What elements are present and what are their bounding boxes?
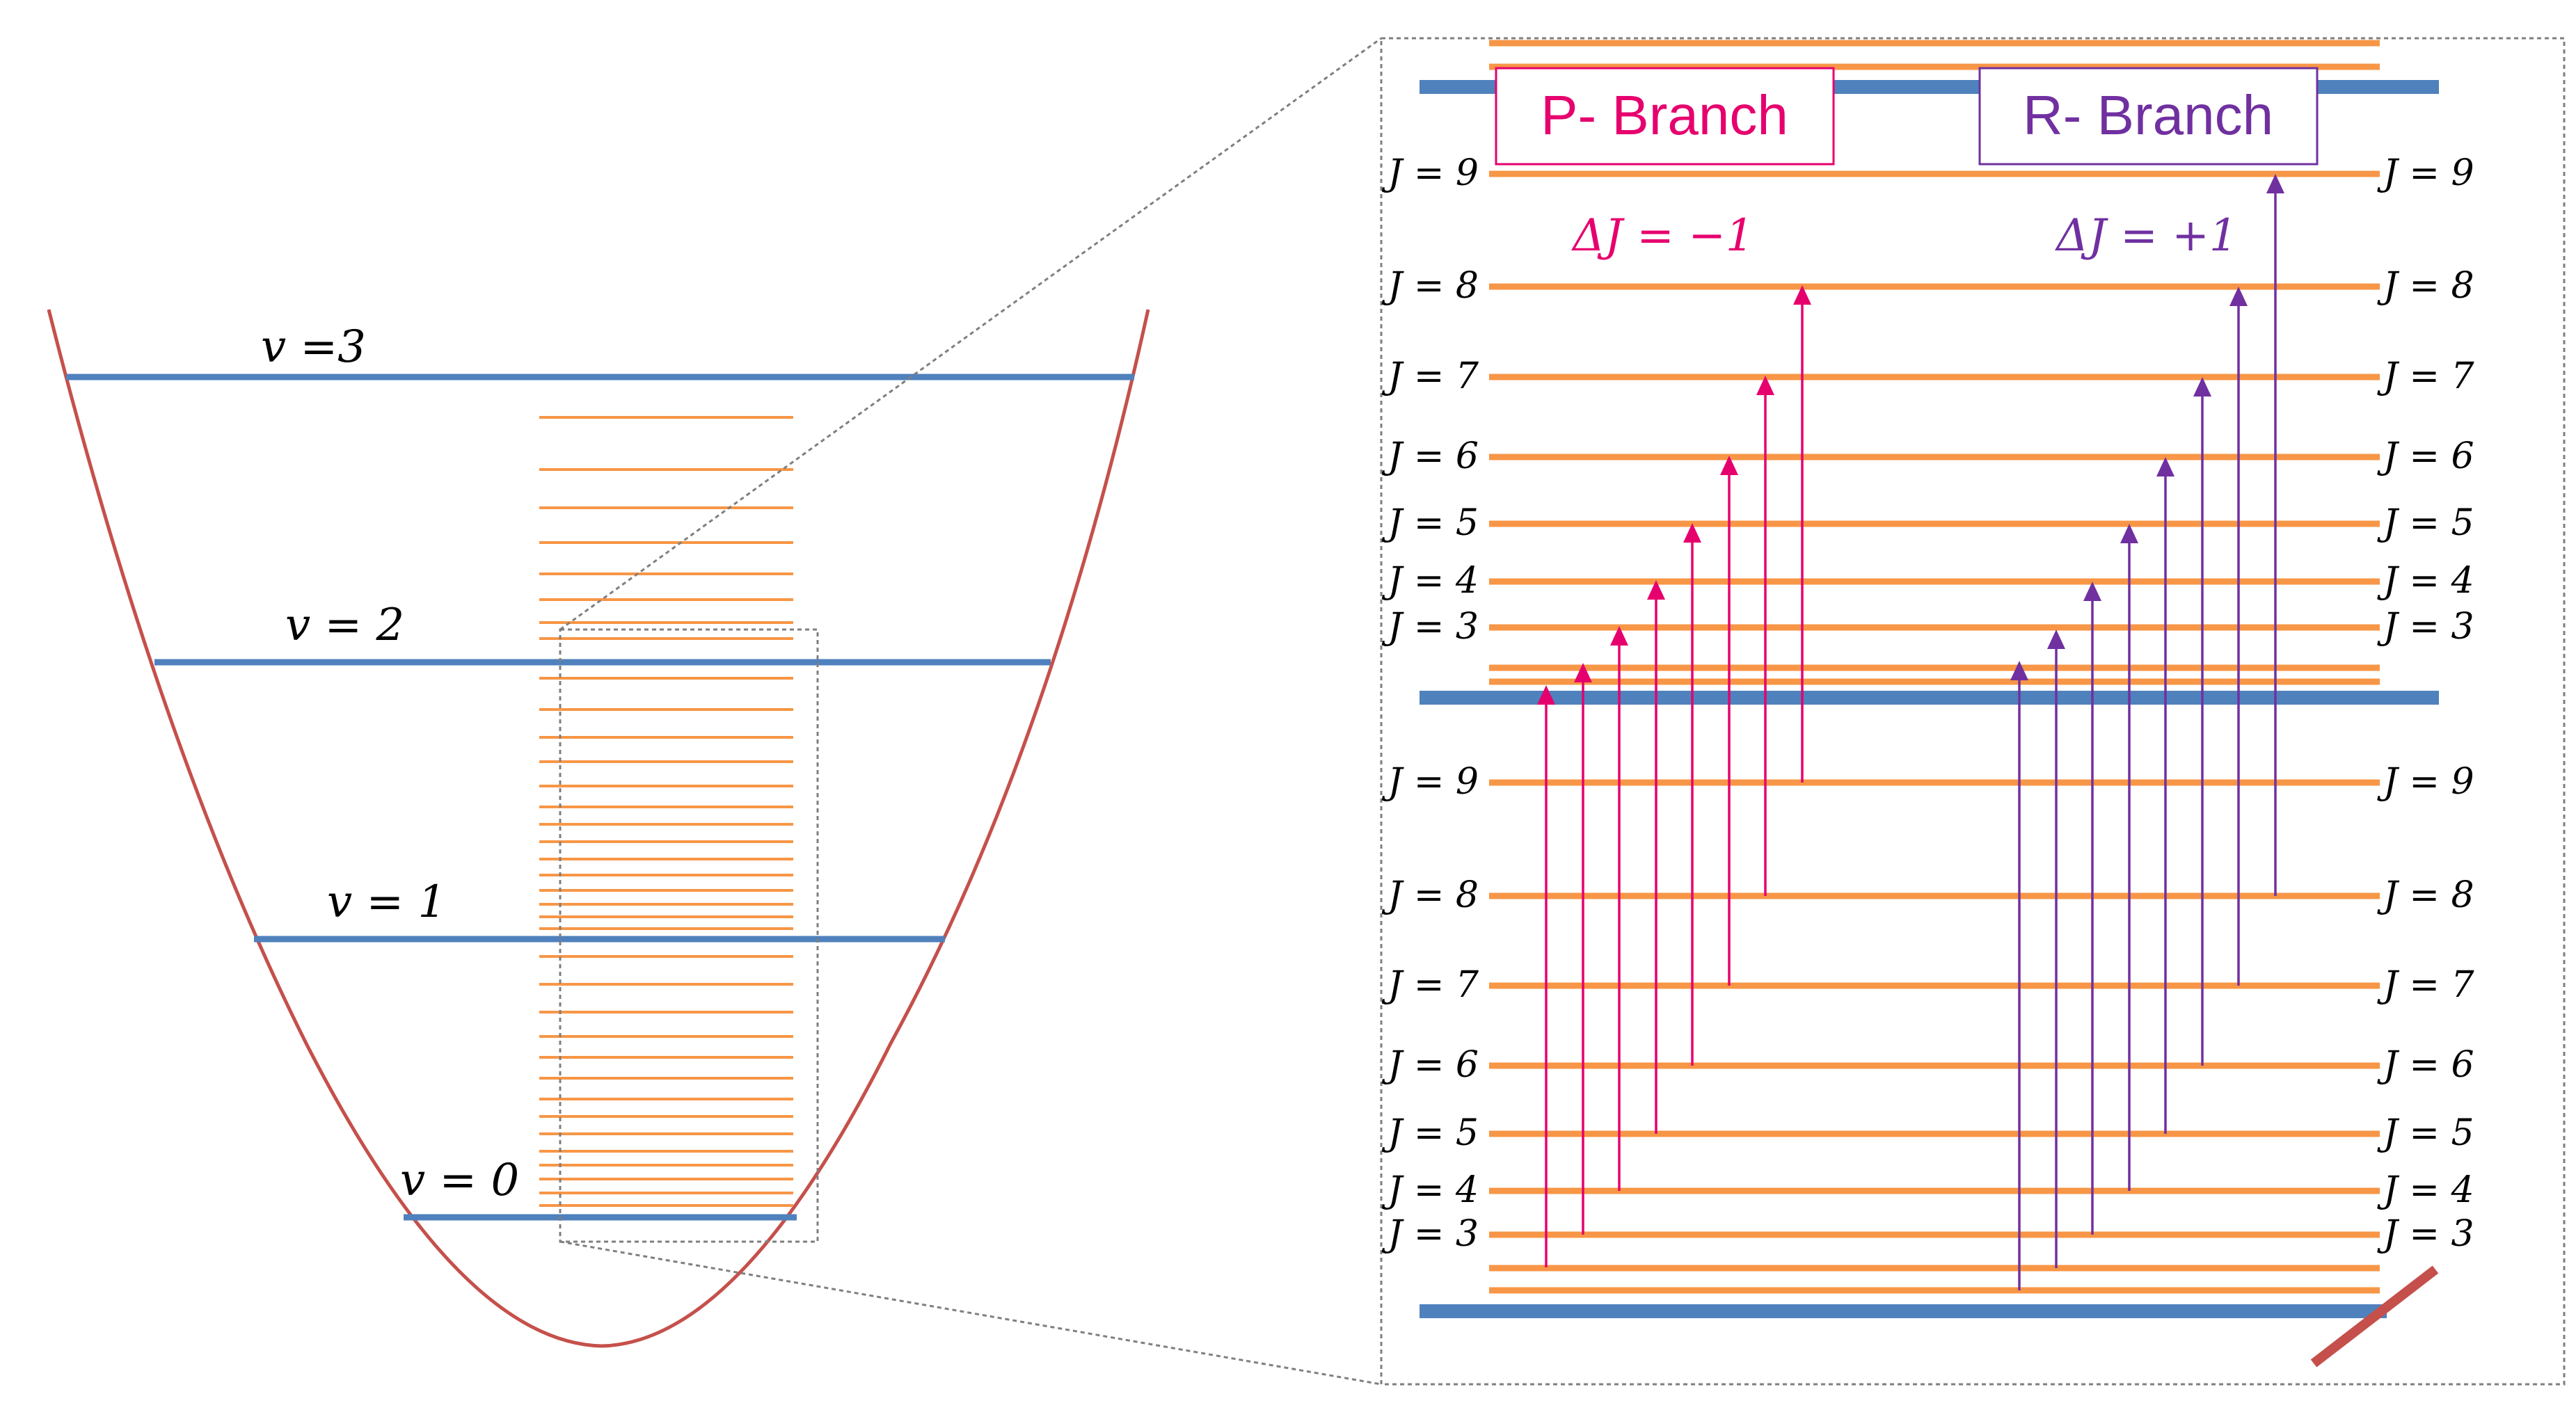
j-label: J = 7 — [2377, 964, 2474, 1006]
p-branch-arrow — [1610, 626, 1628, 1191]
r-branch-arrow — [2229, 287, 2248, 986]
j-label: J = 4 — [2377, 1169, 2474, 1211]
rotational-levels — [1489, 40, 2380, 1294]
r-branch-arrow — [2193, 377, 2211, 1066]
j-label: J = 3 — [2377, 606, 2474, 648]
p-branch-arrow — [1720, 456, 1738, 986]
j-label: J = 6 — [1381, 1044, 1479, 1086]
potential-well-panel: v =3 v = 2 v = 1 v = 0 — [47, 309, 1150, 1348]
r-branch-arrow — [2266, 174, 2284, 896]
j-label: J = 4 — [1381, 1169, 1479, 1211]
j-label: J = 7 — [2377, 355, 2474, 397]
vib-label-v1: v = 1 — [327, 876, 446, 928]
r-branch-arrow — [2083, 582, 2101, 1235]
p-branch-arrow — [1647, 580, 1665, 1134]
potential-well-fragment — [2310, 1265, 2439, 1368]
p-branch-box — [1495, 67, 1835, 166]
zoomed-panel-border — [1380, 37, 2566, 1386]
j-label: J = 6 — [1381, 435, 1479, 477]
j-label: J = 9 — [2377, 761, 2474, 803]
p-delta-j: ΔJ = −1 — [1571, 210, 1754, 262]
r-branch-arrow — [2047, 630, 2065, 1268]
j-label: J = 8 — [1381, 265, 1479, 307]
j-label: J = 3 — [2377, 1213, 2474, 1255]
j-label: J = 5 — [1381, 1112, 1479, 1154]
r-delta-j: ΔJ = +1 — [2054, 210, 2238, 262]
j-label: J = 9 — [1381, 761, 1479, 803]
j-label: J = 5 — [2377, 1112, 2474, 1154]
j-label: J = 6 — [2377, 1044, 2474, 1086]
p-branch-arrow — [1756, 376, 1774, 896]
j-label: J = 4 — [2377, 560, 2474, 602]
j-label: J = 8 — [1381, 874, 1479, 916]
j-label: J = 4 — [1381, 560, 1479, 602]
j-label: J = 8 — [2377, 874, 2474, 916]
j-label: J = 9 — [1381, 152, 1479, 194]
vib-label-v2: v = 2 — [285, 600, 404, 651]
transition-arrows — [1537, 174, 2284, 1290]
j-label: J = 3 — [1381, 606, 1479, 648]
potential-well-curve — [47, 309, 1150, 1348]
p-branch-label: P- Branch — [1541, 84, 1788, 146]
r-branch-arrow — [2120, 524, 2138, 1191]
j-label: J = 3 — [1381, 1213, 1479, 1255]
zoom-connector-top — [559, 37, 1382, 631]
zoom-connector-bottom — [559, 1240, 1382, 1386]
zoom-region-box — [559, 628, 819, 1243]
r-branch-label: R- Branch — [2023, 84, 2273, 146]
j-label: J = 7 — [1381, 355, 1479, 397]
p-branch-arrow — [1793, 285, 1811, 783]
p-branch-arrow — [1537, 685, 1555, 1267]
rotational-levels-stack — [539, 416, 793, 1207]
vib-label-v3: v =3 — [261, 321, 366, 373]
p-branch-arrow — [1574, 663, 1592, 1235]
j-label: J = 5 — [2377, 502, 2474, 544]
j-label: J = 7 — [1381, 964, 1479, 1006]
r-branch-box — [1978, 67, 2319, 166]
j-label: J = 6 — [2377, 435, 2474, 477]
j-label: J = 5 — [1381, 502, 1479, 544]
vib-label-v0: v = 0 — [400, 1155, 519, 1206]
p-branch-arrow — [1683, 523, 1701, 1066]
r-branch-arrow — [2010, 661, 2028, 1290]
r-branch-arrow — [2156, 457, 2175, 1134]
j-label: J = 9 — [2377, 152, 2474, 194]
j-label: J = 8 — [2377, 265, 2474, 307]
